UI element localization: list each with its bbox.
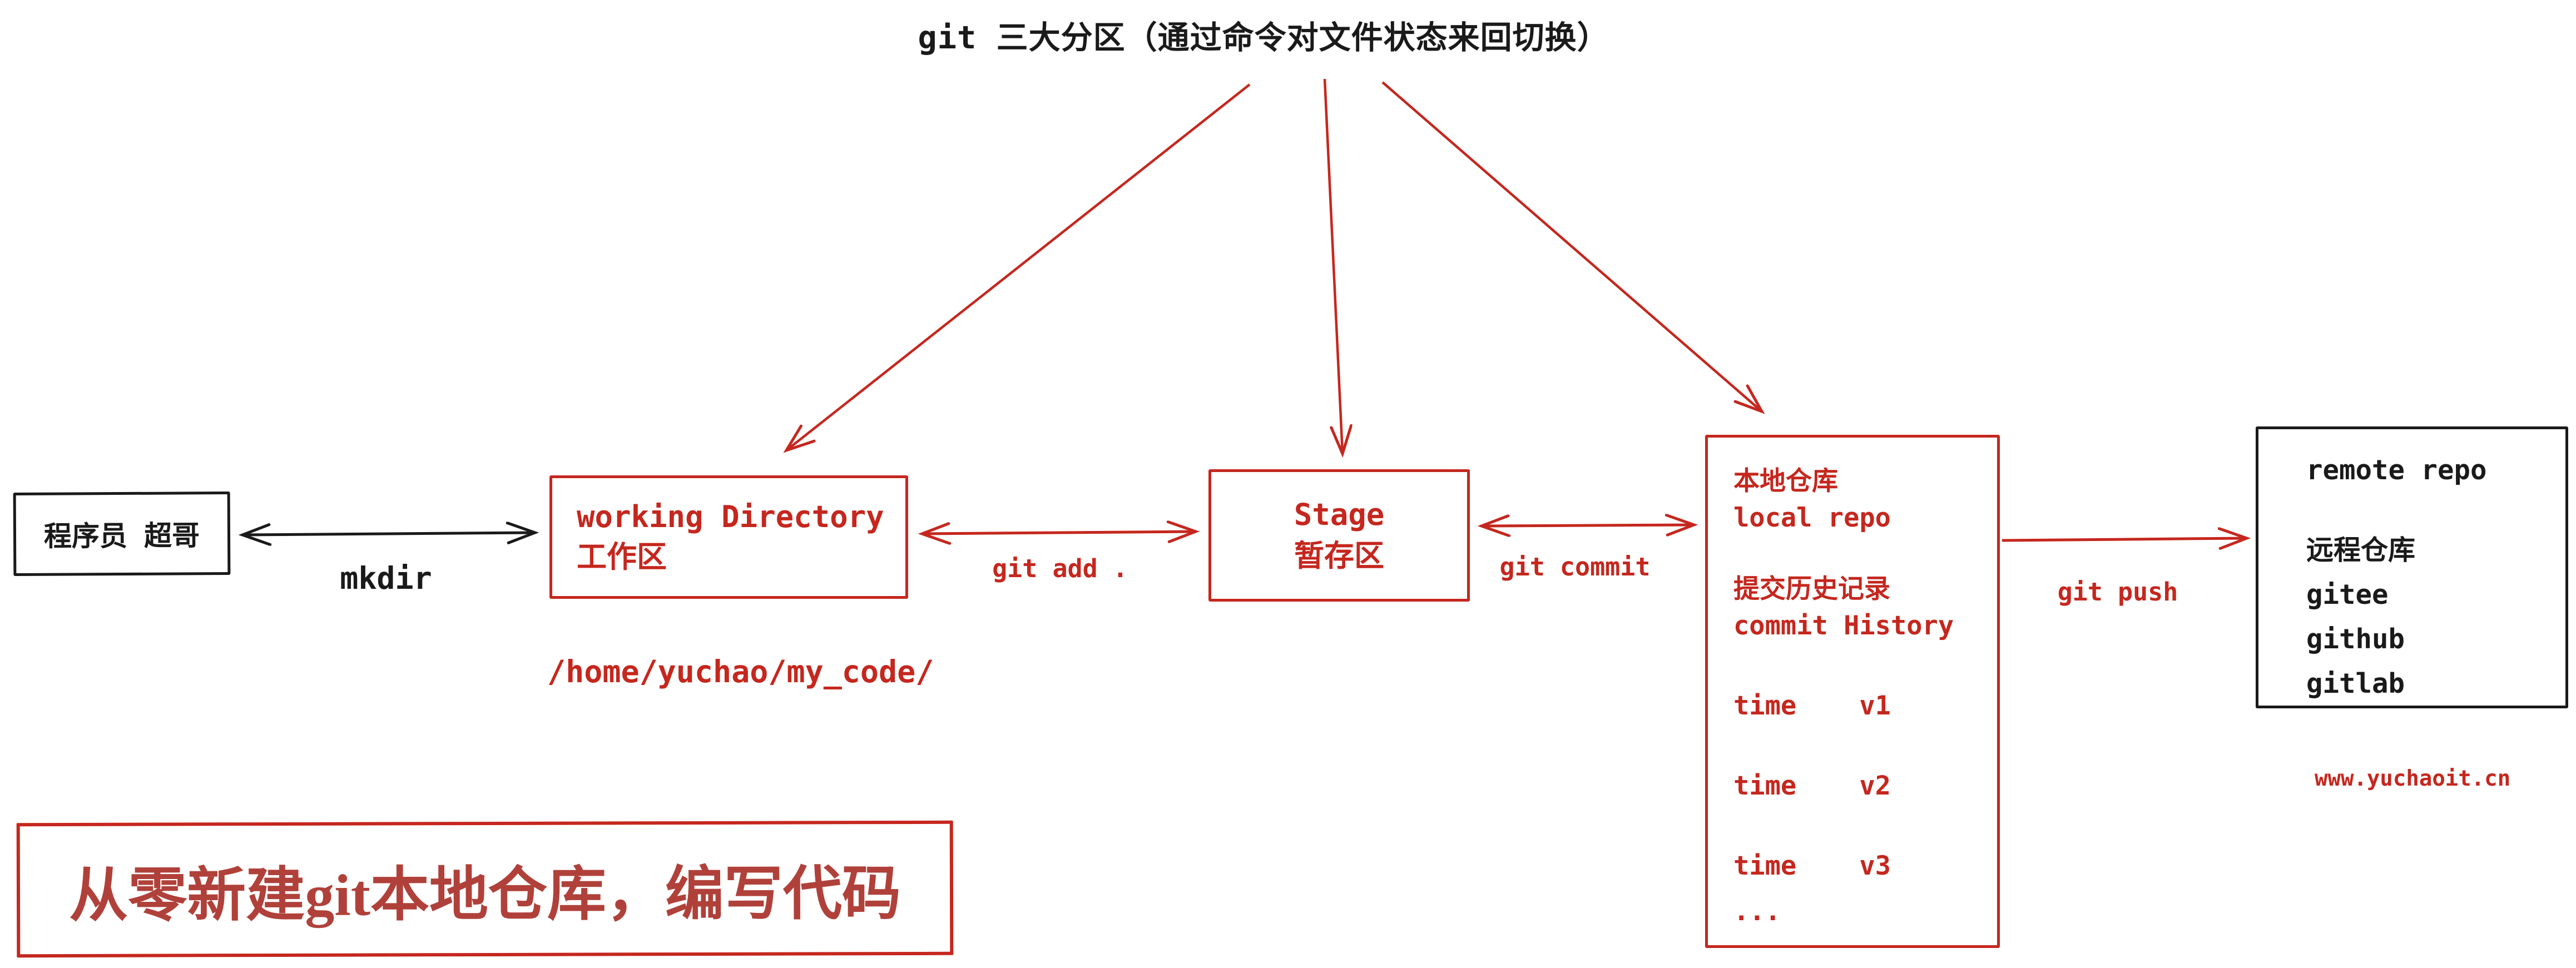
git-add-edge-label: git add . (992, 554, 1128, 583)
programmer-label: 程序员 超哥 (43, 519, 200, 553)
working-directory-title-en: working Directory (577, 499, 884, 534)
title-to-working-directory-arrow (786, 83, 1251, 450)
git-add-arrow (922, 532, 1196, 534)
remote-provider: gitee (2306, 579, 2389, 610)
remote-repo-node: remote repo 远程仓库 gitee github gitlab (2256, 426, 2568, 708)
local-repo-subtitle-zh: 提交历史记录 (1733, 574, 1890, 604)
git-push-arrow (2002, 538, 2247, 540)
programmer-node: 程序员 超哥 (13, 491, 231, 577)
remote-repo-title-zh: 远程仓库 (2306, 534, 2416, 566)
mkdir-edge-label: mkdir (340, 560, 432, 596)
stage-title-zh: 暂存区 (1294, 538, 1384, 573)
remote-repo-title-en: remote repo (2306, 454, 2487, 486)
local-repo-node: 本地仓库 local repo 提交历史记录 commit History ti… (1705, 435, 2000, 948)
title-to-local-repo-arrow (1381, 81, 1762, 411)
working-directory-path: /home/yuchao/my_code/ (547, 654, 934, 689)
git-push-edge-label: git push (2057, 577, 2178, 607)
diagram-title: git 三大分区（通过命令对文件状态来回切换） (918, 19, 1609, 56)
banner-box: 从零新建git本地仓库，编写代码 (16, 820, 954, 958)
stage-title-en: Stage (1294, 497, 1385, 532)
local-repo-title-zh: 本地仓库 (1733, 466, 1838, 497)
working-directory-title-zh: 工作区 (577, 539, 667, 574)
commit-version-row: time v1 (1733, 691, 1891, 721)
commit-version-row: time v3 (1733, 851, 1891, 881)
title-to-stage-arrow (1323, 78, 1343, 454)
git-commit-edge-label: git commit (1499, 552, 1651, 582)
remote-provider: gitlab (2306, 668, 2405, 699)
stage-node: Stage 暂存区 (1208, 469, 1470, 602)
mkdir-arrow (242, 533, 535, 535)
working-directory-node: working Directory 工作区 (549, 475, 908, 599)
commit-version-row: time v2 (1733, 771, 1891, 801)
local-repo-subtitle-en: commit History (1733, 610, 1954, 641)
banner-text: 从零新建git本地仓库，编写代码 (69, 861, 901, 929)
git-commit-arrow (1482, 525, 1694, 526)
commit-version-ellipsis: ... (1733, 896, 1781, 927)
remote-provider: github (2306, 623, 2405, 655)
local-repo-title-en: local repo (1733, 503, 1891, 533)
site-watermark: www.yuchaoit.cn (2315, 766, 2511, 791)
